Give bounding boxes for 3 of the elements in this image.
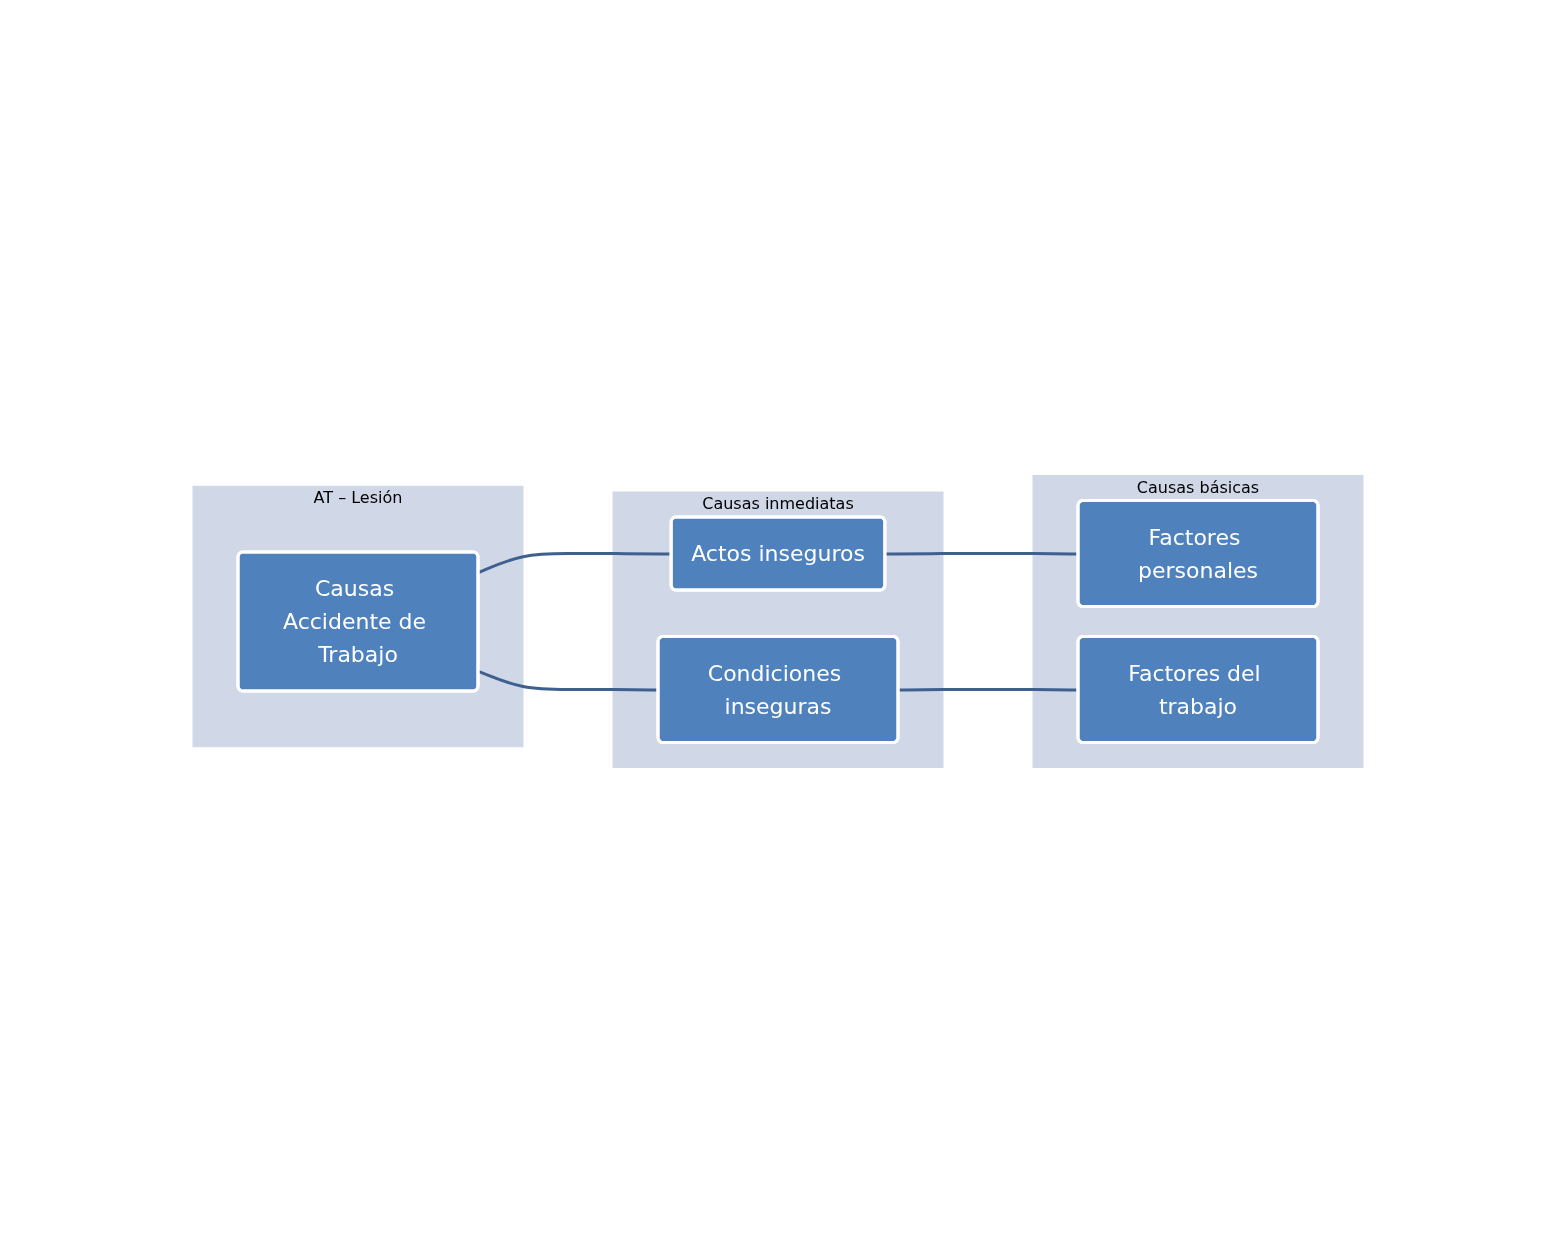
connector <box>477 670 658 692</box>
connector <box>884 552 1078 556</box>
connector <box>898 688 1078 692</box>
